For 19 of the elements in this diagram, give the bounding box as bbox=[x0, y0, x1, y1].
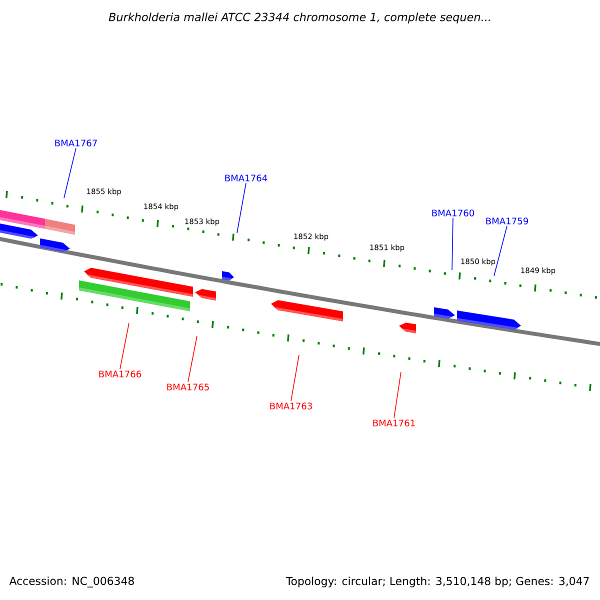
leader-line bbox=[188, 336, 198, 382]
footer-text: Accession: NC_006348 bbox=[9, 576, 134, 588]
gene-label: BMA1765 bbox=[167, 384, 209, 390]
footer-text: Topology: circular; Length: 3,510,148 bp; Genes: 3,047 bbox=[286, 576, 589, 588]
gene-label: BMA1760 bbox=[432, 210, 474, 216]
leader-line bbox=[236, 182, 246, 234]
gene-label: BMA1767 bbox=[55, 140, 97, 146]
gene-label: BMA1763 bbox=[270, 402, 312, 410]
leader-line bbox=[494, 226, 508, 276]
leader-line bbox=[394, 372, 402, 418]
leader-line bbox=[120, 322, 130, 370]
gene-label: BMA1766 bbox=[99, 370, 142, 378]
leader-line bbox=[290, 354, 300, 402]
leader-line bbox=[452, 218, 454, 270]
gene-label: BMA1759 bbox=[486, 218, 528, 224]
title: Burkholderia mallei ATCC 23344 chromosome 1, complete sequen... bbox=[108, 12, 490, 24]
gene-label: BMA1761 bbox=[373, 420, 415, 426]
leader-line bbox=[64, 148, 76, 198]
gene-label: BMA1764 bbox=[225, 174, 268, 182]
